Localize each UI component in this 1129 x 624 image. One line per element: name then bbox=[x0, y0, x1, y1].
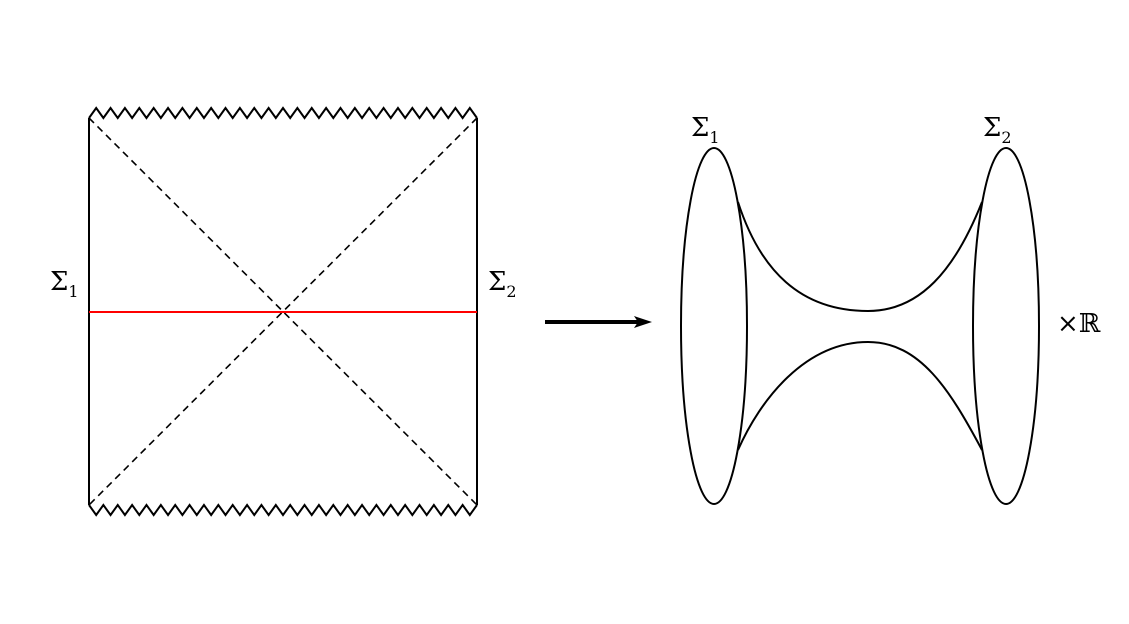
penrose-label-sigma2: Σ2 bbox=[488, 267, 517, 301]
top-singularity-zigzag bbox=[88, 106, 478, 120]
product-with-reals-label: ×ℝ bbox=[1057, 309, 1101, 339]
left-ellipse-sigma1 bbox=[680, 147, 748, 505]
horizon-diagonal-1 bbox=[88, 117, 478, 506]
wormhole-upper-curve bbox=[737, 201, 983, 313]
arrow bbox=[545, 316, 652, 328]
wormhole-lower-curve bbox=[737, 340, 983, 451]
right-ellipse-sigma2 bbox=[972, 147, 1040, 505]
penrose-label-sigma1: Σ1 bbox=[50, 267, 79, 301]
wormhole-label-sigma2: Σ2 bbox=[983, 113, 1012, 147]
penrose-diagram bbox=[88, 106, 478, 517]
wormhole-diagram bbox=[680, 147, 1040, 505]
bottom-singularity-zigzag bbox=[88, 503, 478, 517]
horizon-diagonal-2 bbox=[88, 117, 478, 506]
wormhole-label-sigma1: Σ1 bbox=[691, 113, 720, 147]
